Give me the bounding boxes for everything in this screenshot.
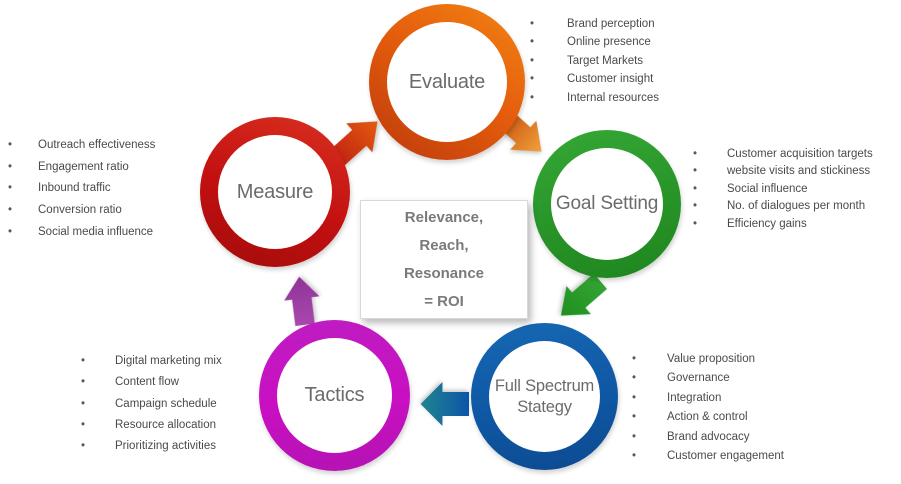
list-item: Governance xyxy=(632,369,784,389)
list-item: Social influence xyxy=(693,181,873,199)
list-item: Engagement ratio xyxy=(8,157,155,179)
list-item: Outreach effectiveness xyxy=(8,135,155,157)
measure-circle: Measure xyxy=(200,117,350,267)
full-spectrum-strategy-circle-inner xyxy=(489,341,600,452)
full-spectrum-strategy-bullet-list: Value proposition Governance Integration… xyxy=(632,350,784,467)
measure-bullet-list: Outreach effectiveness Engagement ratio … xyxy=(8,135,155,244)
goal-setting-circle: Goal Setting xyxy=(533,130,681,278)
list-item: Internal resources xyxy=(530,89,659,108)
list-item: Resource allocation xyxy=(81,415,222,437)
list-item: Value proposition xyxy=(632,350,784,370)
tactics-circle-inner xyxy=(277,338,392,453)
tactics-bullet-list: Digital marketing mix Content flow Campa… xyxy=(81,351,222,458)
list-item: Content flow xyxy=(81,372,222,394)
list-item: website visits and stickiness xyxy=(693,163,873,181)
list-item: Social media influence xyxy=(8,222,155,244)
list-item: Inbound traffic xyxy=(8,178,155,200)
arrow-tactics-to-measure-icon xyxy=(284,276,320,326)
evaluate-circle-inner xyxy=(387,22,507,142)
roi-center-text: Relevance, Reach, Resonance = ROI xyxy=(403,208,485,310)
list-item: Target Markets xyxy=(530,52,659,71)
list-item: Online presence xyxy=(530,33,659,52)
list-item: Integration xyxy=(632,389,784,409)
full-spectrum-strategy-circle: Full Spectrum Stategy xyxy=(471,323,618,470)
arrow-measure-to-evaluate-icon xyxy=(330,121,378,166)
evaluate-bullet-list: Brand perception Online presence Target … xyxy=(530,15,659,107)
evaluate-label: Evaluate xyxy=(408,70,486,93)
goal-setting-bullet-list: Customer acquisition targets website vis… xyxy=(693,146,873,233)
full-spectrum-strategy-label: Full Spectrum Stategy xyxy=(494,377,595,416)
roi-center-box: Relevance, Reach, Resonance = ROI xyxy=(360,200,528,319)
list-item: No. of dialogues per month xyxy=(693,198,873,216)
measure-label: Measure xyxy=(236,180,314,203)
tactics-label: Tactics xyxy=(304,384,365,407)
arrow-goal-to-full-spectrum-icon xyxy=(560,273,608,316)
list-item: Customer insight xyxy=(530,70,659,89)
tactics-circle: Tactics xyxy=(259,320,410,471)
arrow-full-spectrum-to-tactics-icon xyxy=(420,382,469,426)
list-item: Conversion ratio xyxy=(8,200,155,222)
list-item: Digital marketing mix xyxy=(81,351,222,373)
measure-circle-inner xyxy=(218,135,332,249)
goal-setting-circle-inner xyxy=(551,148,663,260)
list-item: Customer acquisition targets xyxy=(693,146,873,164)
list-item: Brand advocacy xyxy=(632,428,784,448)
list-item: Efficiency gains xyxy=(693,216,873,234)
evaluate-circle: Evaluate xyxy=(369,4,525,160)
goal-setting-label: Goal Setting xyxy=(555,193,659,215)
list-item: Action & control xyxy=(632,408,784,428)
list-item: Campaign schedule xyxy=(81,394,222,416)
list-item: Customer engagement xyxy=(632,447,784,467)
list-item: Prioritizing activities xyxy=(81,436,222,458)
list-item: Brand perception xyxy=(530,15,659,34)
